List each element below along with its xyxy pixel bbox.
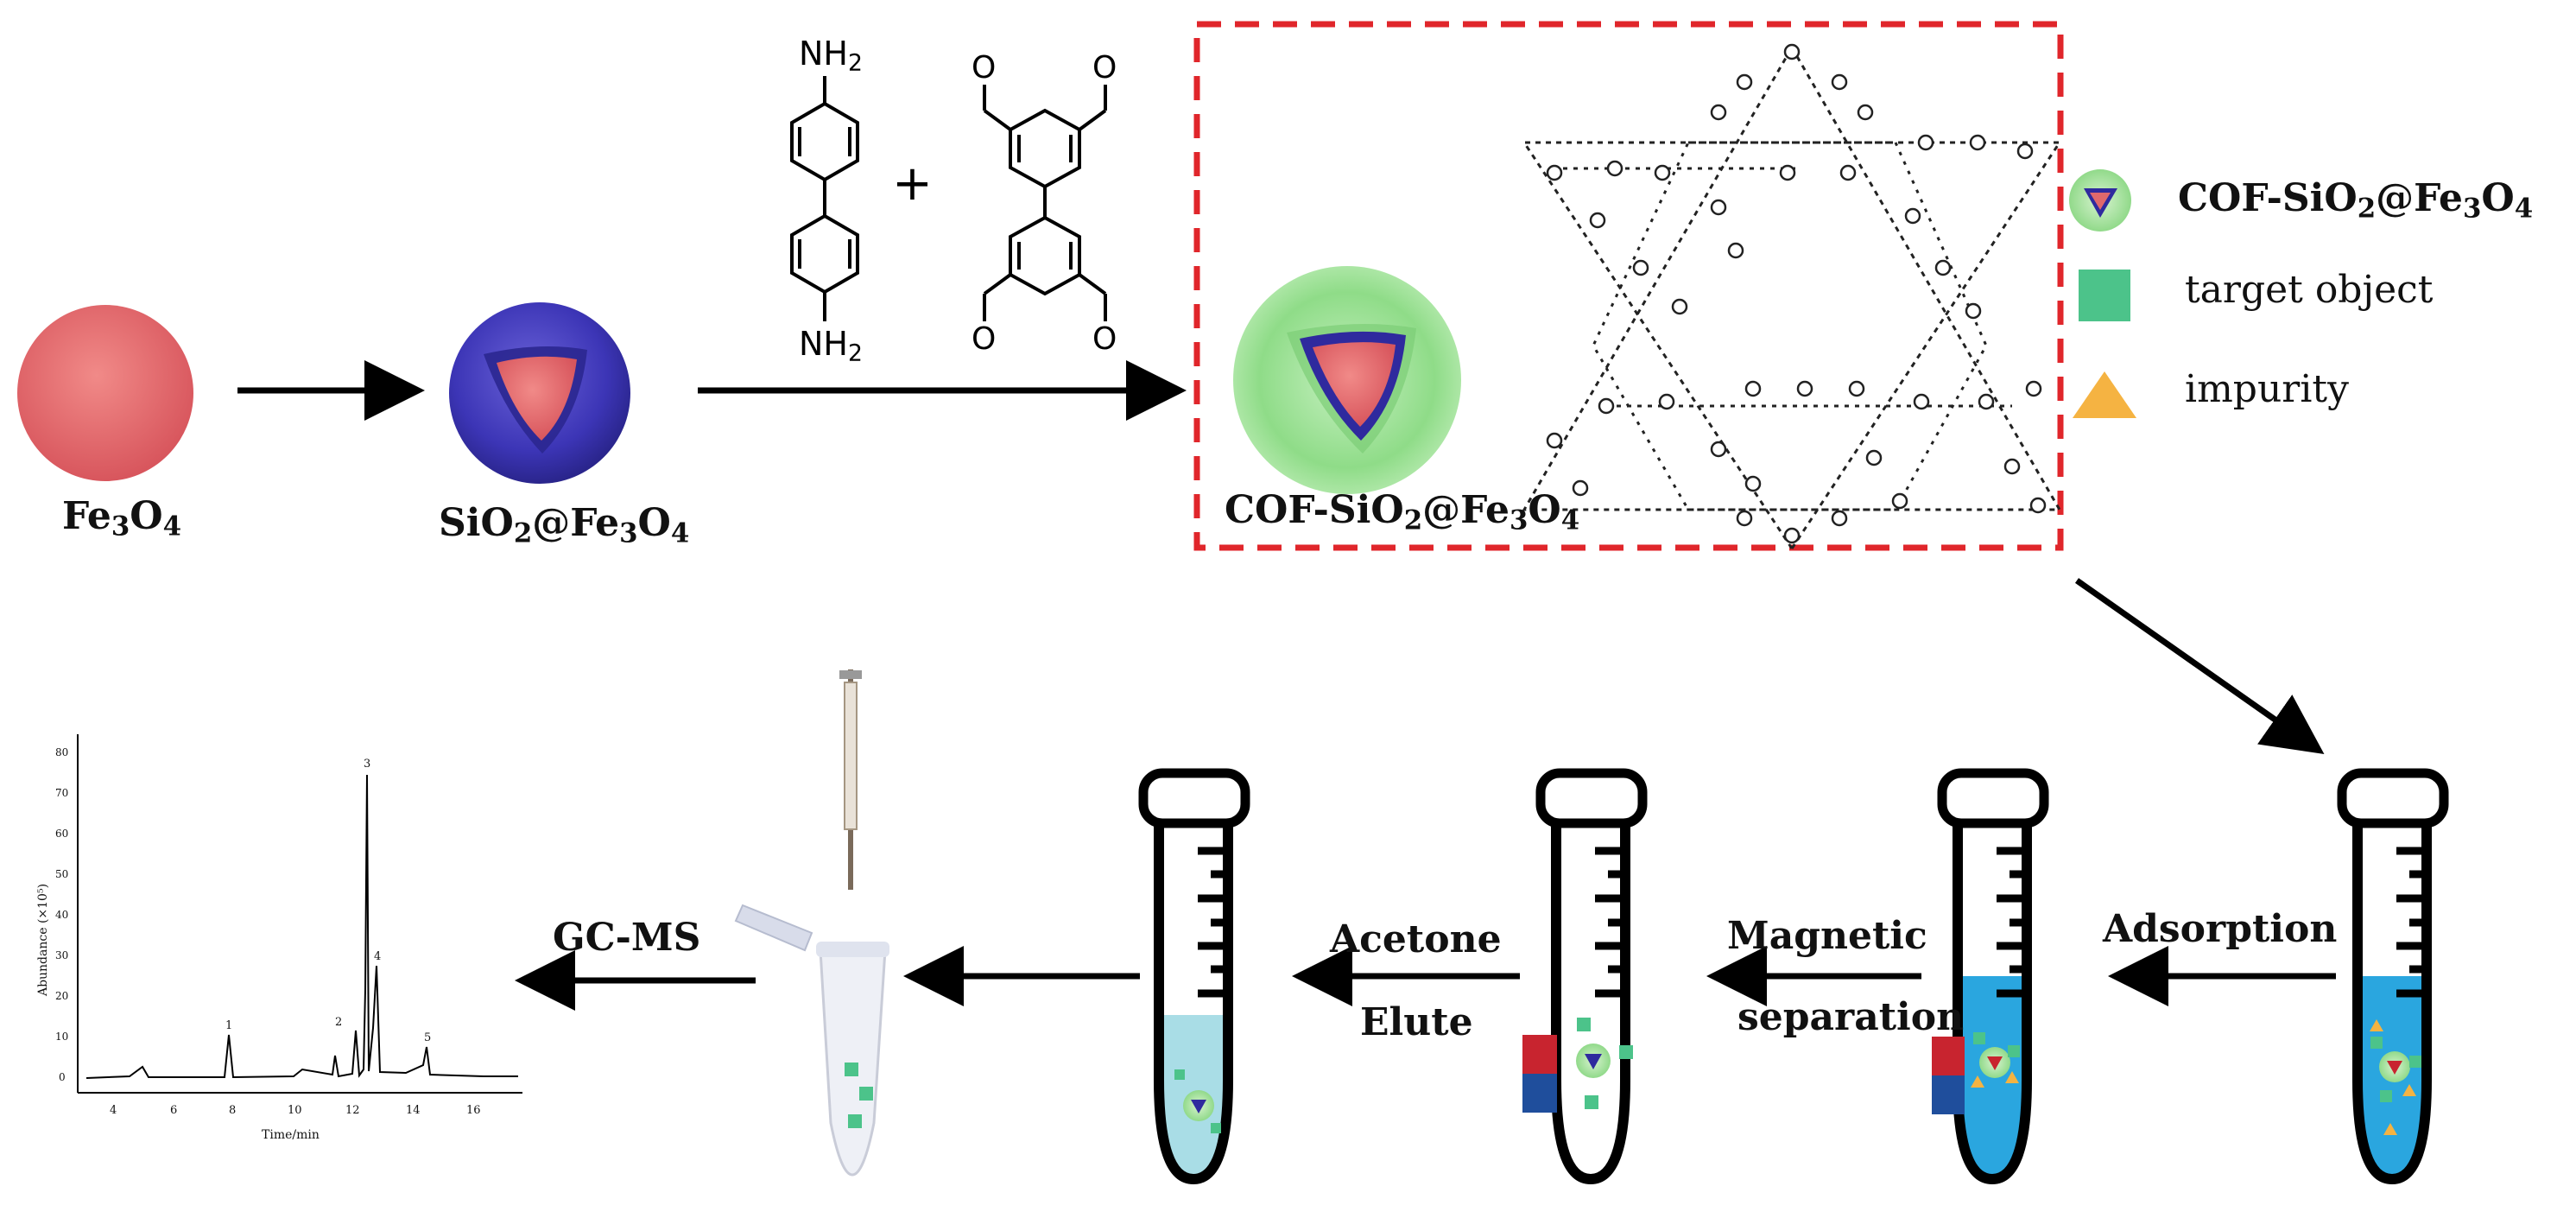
- step-separation: separation: [1737, 995, 1965, 1039]
- chrom-peak-label: 3: [364, 758, 371, 771]
- chrom-peak-label: 5: [424, 1031, 432, 1044]
- chrom-ylabel: Abundance (×10⁵): [36, 883, 51, 997]
- chrom-ytick: 10: [55, 1031, 69, 1043]
- chrom-ytick: 40: [55, 909, 69, 921]
- chrom-peak-label: 4: [374, 950, 382, 963]
- vial-with-syringe: [734, 669, 889, 1177]
- chrom-xtick: 8: [229, 1104, 237, 1117]
- legend-target-label: target object: [2185, 268, 2434, 312]
- aldehyde-o-3: O: [972, 321, 997, 357]
- legend-cof-icon: [2069, 169, 2131, 232]
- chrom-xtick: 6: [170, 1104, 178, 1117]
- aldehyde-o-1: O: [972, 50, 997, 86]
- label-nh2-top: NH2: [799, 35, 863, 77]
- tube-magnetic: [1932, 768, 2049, 1185]
- legend-impurity-icon: [2073, 371, 2136, 418]
- legend-impurity-label: impurity: [2185, 367, 2349, 411]
- step-adsorption: Adsorption: [2103, 907, 2338, 951]
- chrom-ytick: 20: [55, 990, 69, 1002]
- chrom-xtick: 16: [466, 1104, 481, 1117]
- step-magnetic: Magnetic: [1727, 914, 1927, 958]
- label-nh2-bottom: NH2: [799, 325, 863, 367]
- tube-eluted: [1138, 768, 1250, 1185]
- chrom-ytick: 30: [55, 949, 69, 961]
- cof-sio2-fe3o4-particle: [1233, 266, 1461, 494]
- aldehyde-o-4: O: [1092, 321, 1117, 357]
- step-gcms: GC-MS: [553, 916, 701, 960]
- chrom-xtick: 12: [345, 1104, 360, 1117]
- chrom-xtick: 14: [406, 1104, 421, 1117]
- benzidine-structure: [790, 76, 859, 321]
- cof-network: [1522, 45, 2062, 551]
- aldehyde-o-2: O: [1092, 50, 1117, 86]
- chrom-xlabel: Time/min: [262, 1128, 320, 1142]
- chromatogram-trace: [85, 774, 518, 1079]
- chrom-ytick: 0: [59, 1071, 66, 1083]
- legend-cof-label: COF-SiO2@Fe3O4: [2178, 176, 2534, 225]
- label-cof-sio2-fe3o4: COF-SiO2@Fe3O4: [1225, 488, 1580, 536]
- chrom-xtick: 4: [110, 1104, 117, 1117]
- chromatogram: [77, 734, 522, 1094]
- arrow-to-adsorption: [2074, 578, 2325, 755]
- chrom-ytick: 50: [55, 868, 69, 880]
- label-plus: +: [892, 155, 933, 212]
- chrom-ytick: 60: [55, 828, 69, 840]
- chrom-peak-label: 2: [335, 1016, 343, 1029]
- step-acetone: Acetone: [1330, 917, 1502, 961]
- step-elute: Elute: [1360, 1000, 1473, 1044]
- label-fe3o4: Fe3O4: [62, 494, 182, 542]
- chrom-ytick: 80: [55, 746, 69, 758]
- fe3o4-particle: [17, 305, 193, 481]
- tetraaldehyde-structure: [983, 85, 1107, 321]
- chrom-xtick: 10: [288, 1104, 302, 1117]
- cof-network-rings: [1546, 43, 2047, 544]
- chrom-peak-label: 1: [225, 1019, 233, 1032]
- legend-target-icon: [2079, 270, 2130, 321]
- sio2-fe3o4-particle: [449, 302, 630, 484]
- cof-highlight-box: [1193, 21, 2064, 551]
- tube-separated: [1522, 768, 1648, 1185]
- tube-adsorption: [2337, 768, 2449, 1185]
- label-sio2-fe3o4: SiO2@Fe3O4: [439, 501, 690, 549]
- chrom-ytick: 70: [55, 787, 69, 799]
